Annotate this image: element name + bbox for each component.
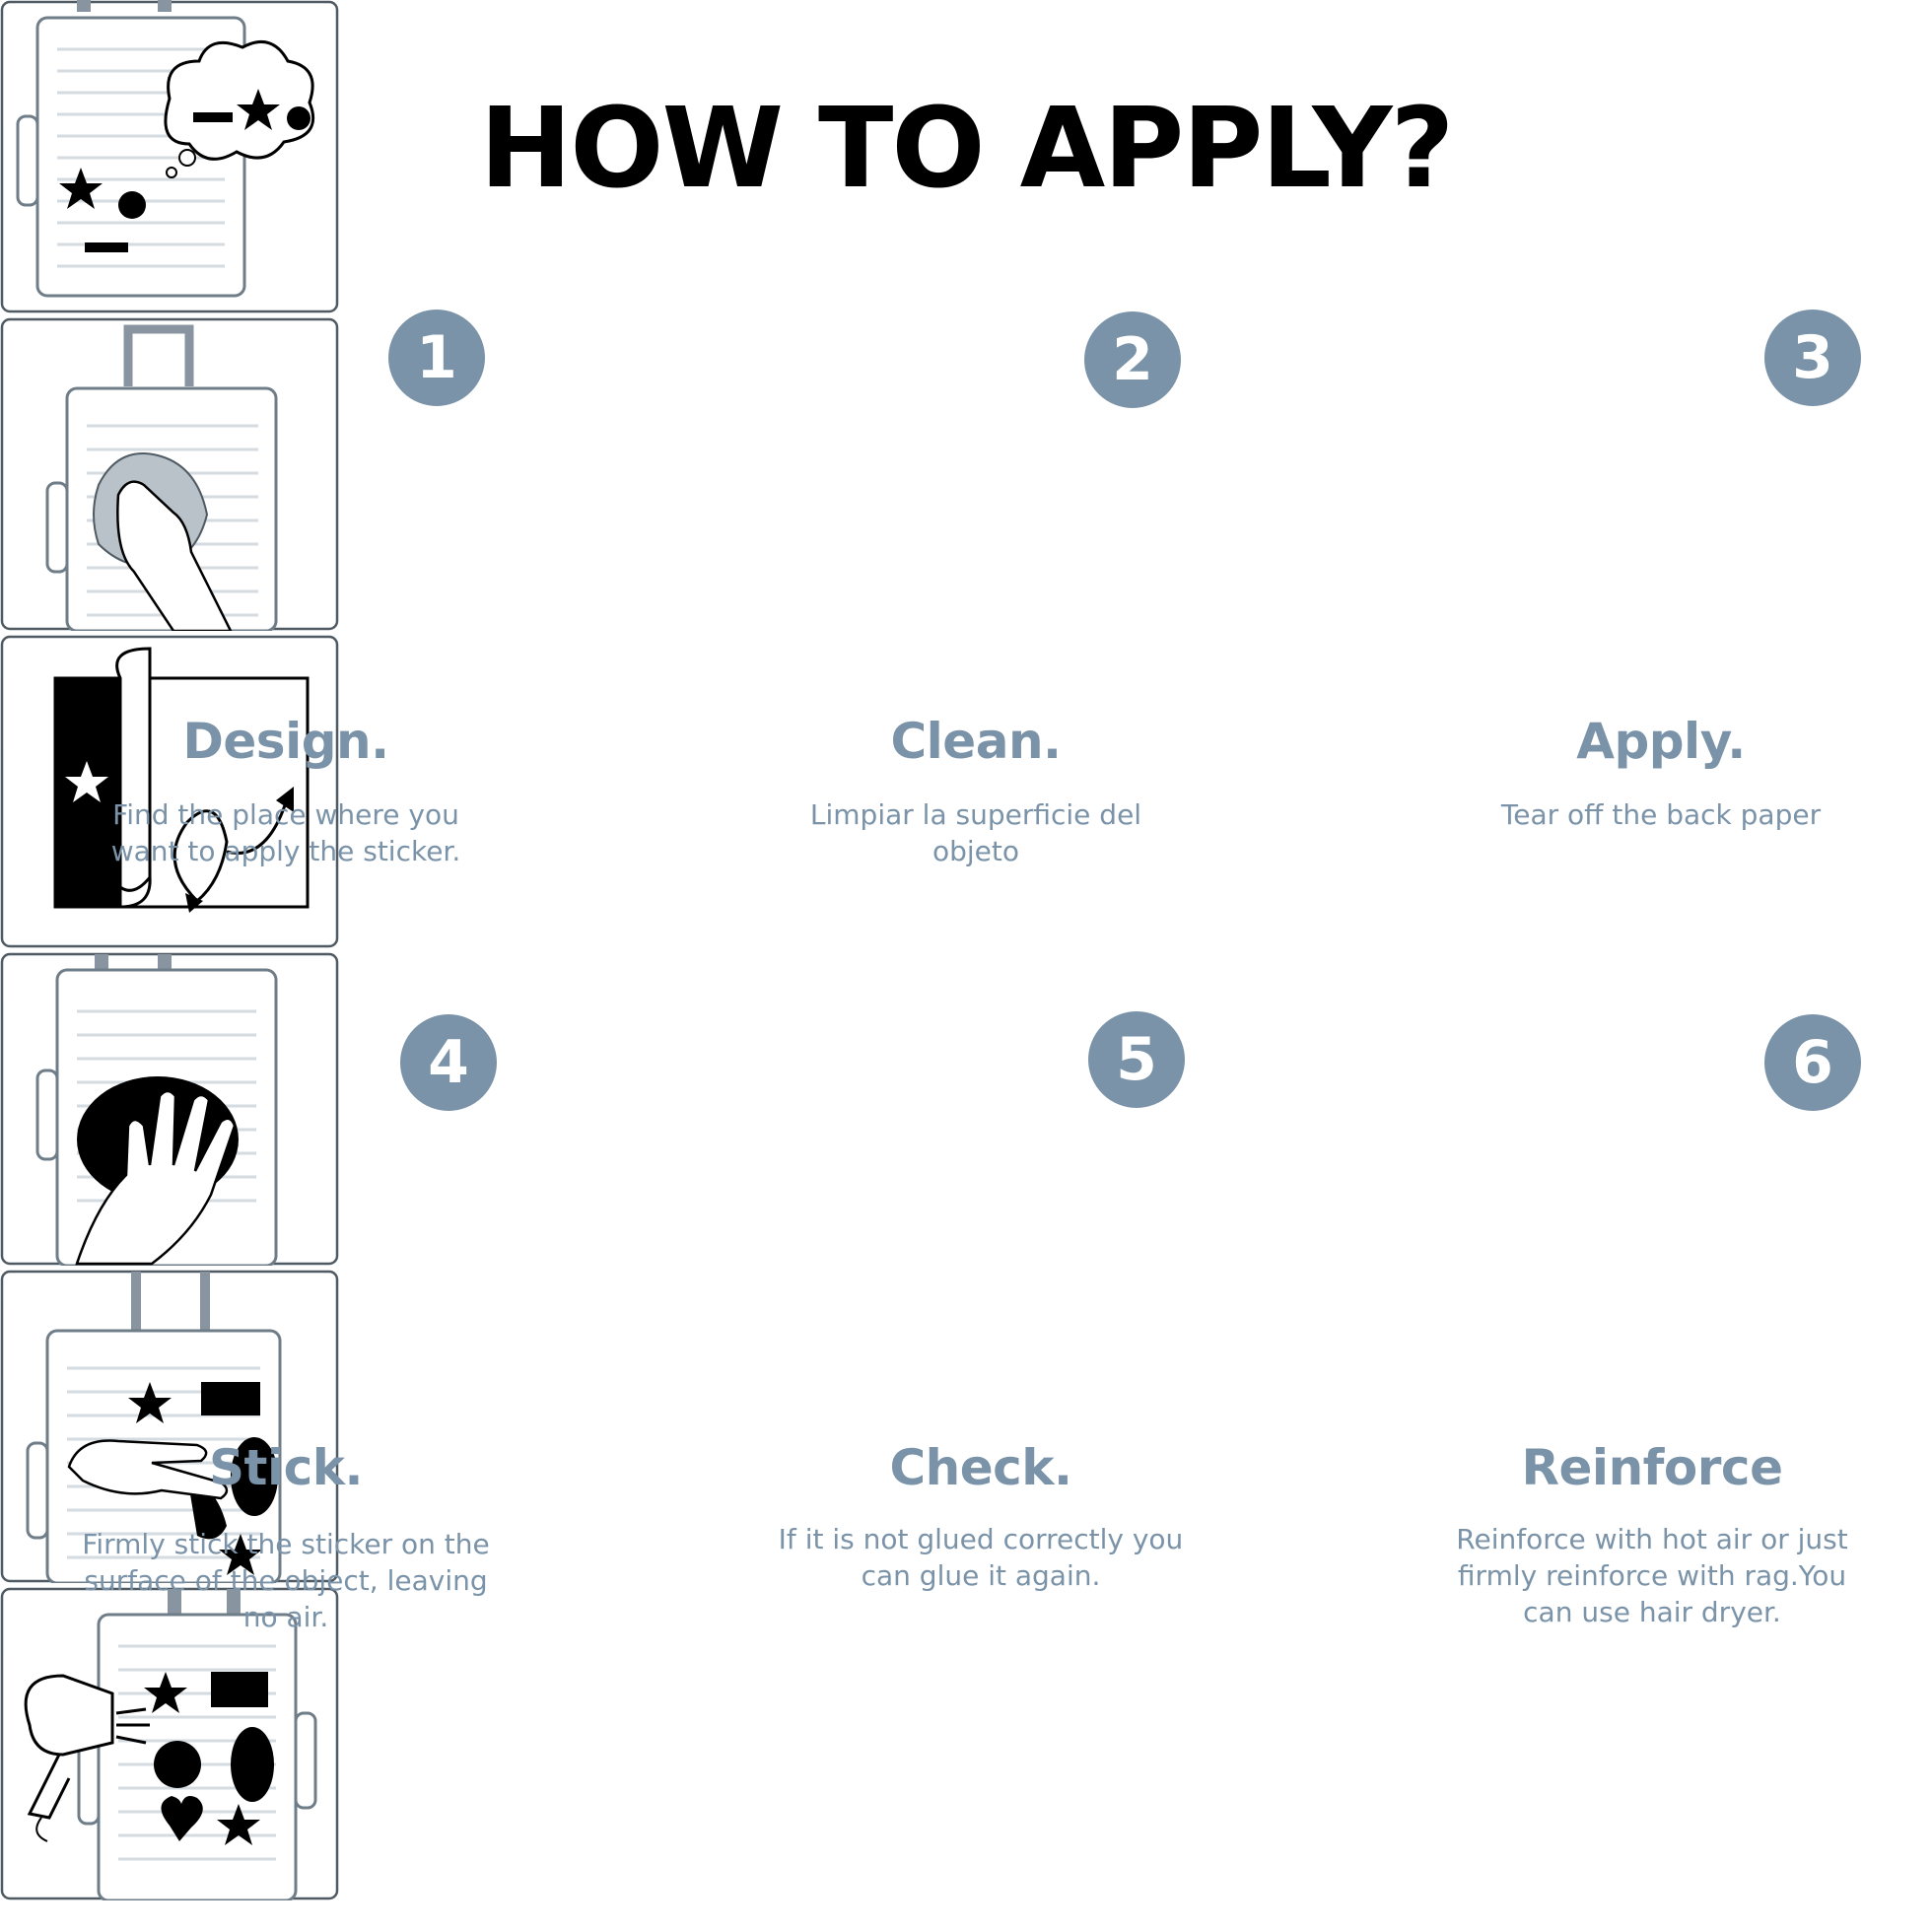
hand-wiping-cloth-icon — [0, 317, 339, 633]
suitcase-thought-cloud-icon — [0, 0, 339, 313]
step-3-heading: Apply. — [1576, 713, 1746, 770]
step-2-description: Limpiar la superficie del objeto — [809, 798, 1142, 867]
step-1-number-badge: 1 — [384, 306, 489, 410]
step-6: 6 Reinforce Reinforce with hot air or ju… — [0, 1010, 1932, 1904]
step-3-number-badge: 3 — [1760, 306, 1865, 410]
step-5-heading: Check. — [889, 1439, 1072, 1496]
step-6-description: Reinforce with hot air or just firmly re… — [1456, 1523, 1848, 1628]
step-3-description: Tear off the back paper — [1500, 798, 1822, 831]
step-2-heading: Clean. — [890, 713, 1062, 770]
step-4-number-badge: 4 — [396, 1010, 501, 1115]
step-5-number-badge: 5 — [1084, 1007, 1189, 1112]
step-6-heading: Reinforce — [1521, 1439, 1783, 1496]
step-5-description: If it is not glued correctly you can glu… — [778, 1523, 1184, 1592]
step-6-number-badge: 6 — [1760, 1010, 1865, 1115]
step-1-description: Find the place where you want to apply t… — [110, 798, 461, 867]
step-3: 3 Apply. Tear off the back paper — [0, 306, 1932, 952]
page-title: HOW TO APPLY? — [479, 85, 1455, 213]
step-5: 5 Check. If it is not glued correctly yo… — [0, 1007, 1932, 1592]
step-1: 1 Design. Find the place where you want … — [0, 0, 1932, 867]
step-1-heading: Design. — [182, 713, 389, 770]
step-4-description: Firmly stick the sticker on the surface … — [82, 1528, 490, 1633]
hand-pressing-sticker-icon — [0, 952, 339, 1268]
peel-back-paper-icon — [0, 635, 339, 948]
step-4: 4 Stick. Firmly stick the sticker on the… — [0, 952, 1932, 1633]
step-2: 2 Clean. Limpiar la superficie del objet… — [0, 308, 1932, 867]
hand-smoothing-sticker-icon — [0, 1270, 339, 1585]
step-2-number-badge: 2 — [1080, 308, 1185, 412]
step-4-heading: Stick. — [209, 1439, 363, 1496]
